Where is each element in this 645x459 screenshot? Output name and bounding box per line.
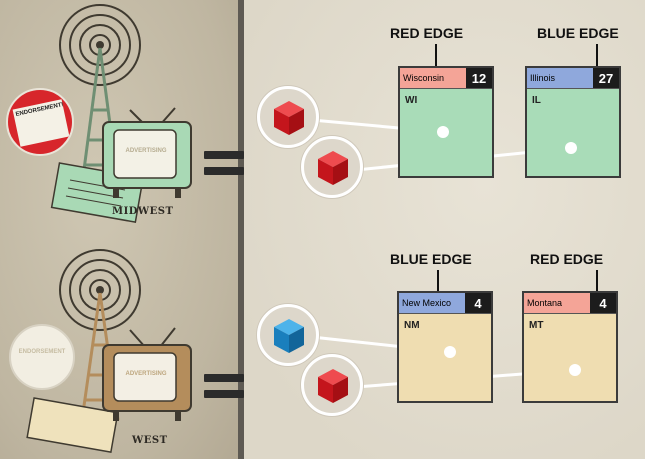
edge-label: RED EDGE [390,25,464,41]
cube-token[interactable] [301,136,363,198]
placement-dot [437,126,449,138]
endorsement-badge [9,324,75,390]
edge-label: BLUE EDGE [537,25,619,41]
electoral-votes: 27 [593,68,619,88]
state-card-montana[interactable]: Montana 4 MT [522,291,618,403]
cube-token[interactable] [257,86,319,148]
newspaper-icon [26,397,119,454]
red-cube-icon [274,101,304,135]
placement-dot [444,346,456,358]
tv-screen-text: ADVERTISING [125,148,167,154]
edge-label: RED EDGE [530,251,604,267]
equals-sign [204,151,244,179]
region-label: MIDWEST [112,206,174,217]
state-name: Illinois [530,73,556,83]
panel-divider [238,0,244,459]
edge-label: BLUE EDGE [390,251,472,267]
cube-token[interactable] [257,304,319,366]
state-name: Montana [527,298,563,308]
blue-cube-icon [274,319,304,353]
card-header-red-edge: Wisconsin 12 [400,68,492,89]
radio-tower-icon [9,249,192,454]
card-header-red-edge: Montana 4 [524,293,616,314]
state-abbreviation: NM [404,320,420,331]
equals-sign [204,374,244,402]
newspaper-headline: ENDORSEMENT [18,349,66,355]
red-cube-icon [318,369,348,403]
state-card-illinois[interactable]: Illinois 27 IL [525,66,621,178]
state-abbreviation: MT [529,320,544,331]
cube-token[interactable] [301,354,363,416]
placement-dot [569,364,581,376]
state-card-wisconsin[interactable]: Wisconsin 12 WI [398,66,494,178]
tv-screen-text: ADVERTISING [125,371,167,377]
electoral-votes: 4 [465,293,491,313]
red-cube-icon [318,151,348,185]
card-header-blue-edge: Illinois 27 [527,68,619,89]
state-name: New Mexico [402,298,452,308]
electoral-votes: 12 [466,68,492,88]
state-abbreviation: WI [405,95,418,106]
midwest-region: ADVERTISING ENDORSEMENT! MIDWEST [0,0,238,230]
state-card-new-mexico[interactable]: New Mexico 4 NM [397,291,493,403]
west-region: ENDORSEMENT ADVERTISING WEST [0,245,238,459]
electoral-votes: 4 [590,293,616,313]
state-abbreviation: IL [532,95,541,106]
placement-dot [565,142,577,154]
tv-icon [102,107,192,198]
endorsement-badge: ENDORSEMENT! [6,88,74,156]
state-name: Wisconsin [403,73,445,83]
card-header-blue-edge: New Mexico 4 [399,293,491,314]
region-label: WEST [132,435,168,446]
